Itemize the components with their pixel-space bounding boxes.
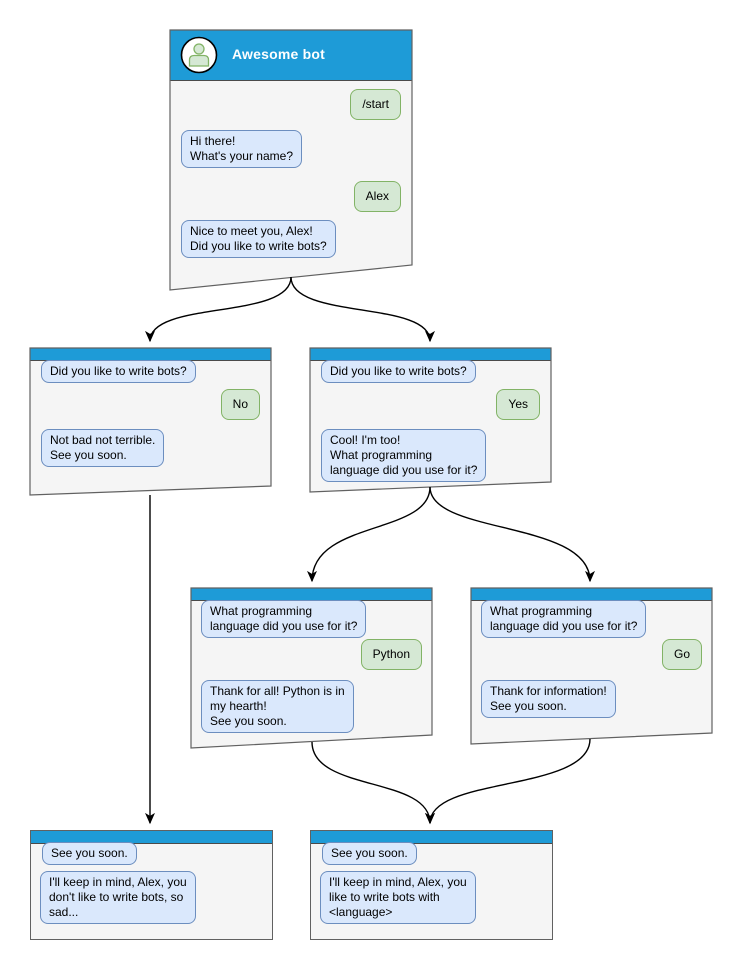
- edge-python-to-end: [311, 741, 435, 825]
- edge-bot-to-yes: [290, 276, 435, 343]
- node-no-branch: Did you like to write bots? No Not bad n…: [30, 348, 271, 495]
- bot-message-hi: Hi there! What's your name?: [181, 130, 303, 168]
- user-avatar-icon: [180, 36, 218, 74]
- edge-yes-to-python: [307, 486, 431, 583]
- user-message-python: Python: [360, 639, 422, 670]
- user-message-yes: Yes: [496, 389, 540, 420]
- bot-message-keep-in-mind: I'll keep in mind, Alex, you don't like …: [40, 871, 196, 924]
- window-header: [31, 831, 272, 844]
- user-message-start: /start: [350, 89, 401, 120]
- node-end-no: See you soon. I'll keep in mind, Alex, y…: [30, 830, 273, 940]
- window-header: Awesome bot: [170, 30, 412, 81]
- user-message-no: No: [220, 389, 260, 420]
- bot-message-reply: Not bad not terrible. See you soon.: [41, 429, 165, 467]
- bot-message-see-you: See you soon.: [42, 842, 137, 865]
- node-bot-window: Awesome bot /start Hi there! What's your…: [170, 30, 412, 290]
- node-python-branch: What programming language did you use fo…: [191, 588, 432, 748]
- bot-message-question: What programming language did you use fo…: [201, 600, 367, 638]
- bot-message-nice: Nice to meet you, Alex! Did you like to …: [181, 220, 336, 258]
- window-title: Awesome bot: [232, 46, 325, 62]
- bot-message-question: Did you like to write bots?: [41, 360, 196, 383]
- node-go-branch: What programming language did you use fo…: [471, 588, 712, 744]
- edge-yes-to-go: [429, 486, 595, 583]
- bot-message-reply: Thank for all! Python is in my hearth! S…: [201, 680, 354, 733]
- bot-message-see-you: See you soon.: [322, 842, 417, 865]
- bot-message-question: Did you like to write bots?: [321, 360, 476, 383]
- window-header: [311, 831, 552, 844]
- bot-message-reply: Thank for information! See you soon.: [481, 680, 616, 718]
- bot-message-keep-in-mind: I'll keep in mind, Alex, you like to wri…: [320, 871, 476, 924]
- user-message-alex: Alex: [353, 181, 401, 212]
- node-yes-branch: Did you like to write bots? Yes Cool! I'…: [310, 348, 551, 492]
- node-end-yes: See you soon. I'll keep in mind, Alex, y…: [310, 830, 553, 940]
- bot-message-reply: Cool! I'm too! What programming language…: [321, 429, 487, 482]
- user-message-go: Go: [661, 639, 702, 670]
- bot-message-question: What programming language did you use fo…: [481, 600, 647, 638]
- edge-go-to-end: [425, 738, 591, 825]
